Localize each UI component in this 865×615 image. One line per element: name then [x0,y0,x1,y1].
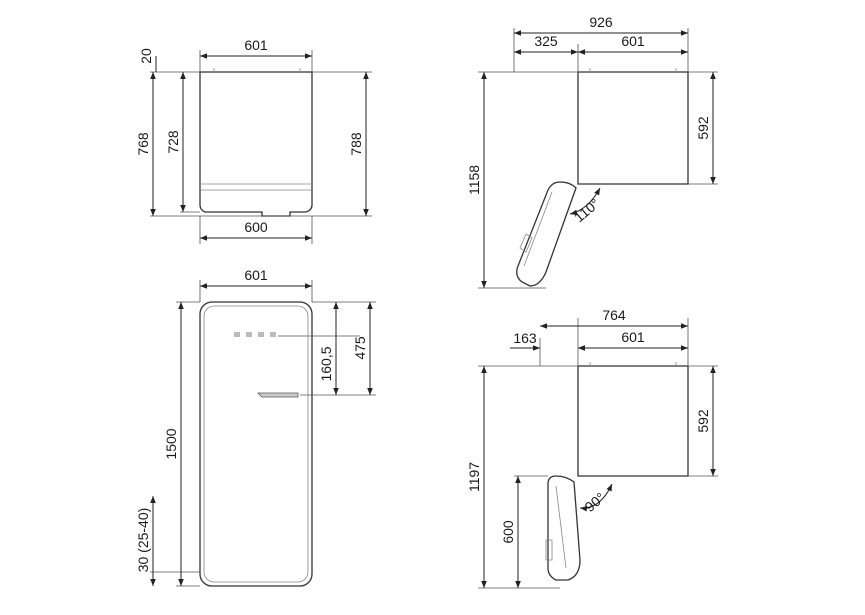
front-width-label: 601 [244,267,268,283]
side-90-lower-label: 600 [500,520,516,544]
side-110-body-label: 601 [621,33,645,49]
side-90-body-label: 601 [621,329,645,345]
side-90-total-label: 764 [602,307,626,323]
angle-90-label: 90° [582,489,609,515]
top-gap-label: 20 [138,48,154,64]
front-height-label: 1500 [163,428,179,459]
front-view-body [199,301,313,587]
side-view-90: 90° 764 163 601 592 1197 600 [466,307,718,589]
side-90-swing-label: 163 [513,330,537,346]
depth-left-label: 768 [135,132,151,156]
bottom-width-label: 600 [244,219,268,235]
side-90-depth-label: 592 [695,409,711,433]
side-110-body [577,71,689,185]
logo-badges [234,332,276,337]
side-view-110: 110° 926 325 601 592 1158 [466,14,718,289]
top-view-body [199,71,313,217]
side-90-body [577,365,689,477]
depth-inner-label: 728 [165,130,181,154]
front-view: 601 1500 160,5 475 30 (25-40) [135,267,376,587]
handle-span-label: 475 [352,336,368,360]
side-90-door [547,475,581,581]
top-width-label: 601 [244,37,268,53]
side-110-door [516,181,577,287]
side-110-swing-label: 325 [534,33,558,49]
side-110-depth-label: 592 [695,116,711,140]
feet-label: 30 (25-40) [135,508,151,573]
door-handle [257,392,299,398]
side-110-height-label: 1158 [466,165,482,195]
handle-top-label: 160,5 [318,346,334,381]
depth-right-label: 788 [348,132,364,156]
side-110-total-label: 926 [589,14,613,30]
top-view: 601 20 768 728 788 600 [135,37,372,244]
side-90-height-label: 1197 [466,462,482,492]
angle-110-label: 110° [571,195,603,225]
